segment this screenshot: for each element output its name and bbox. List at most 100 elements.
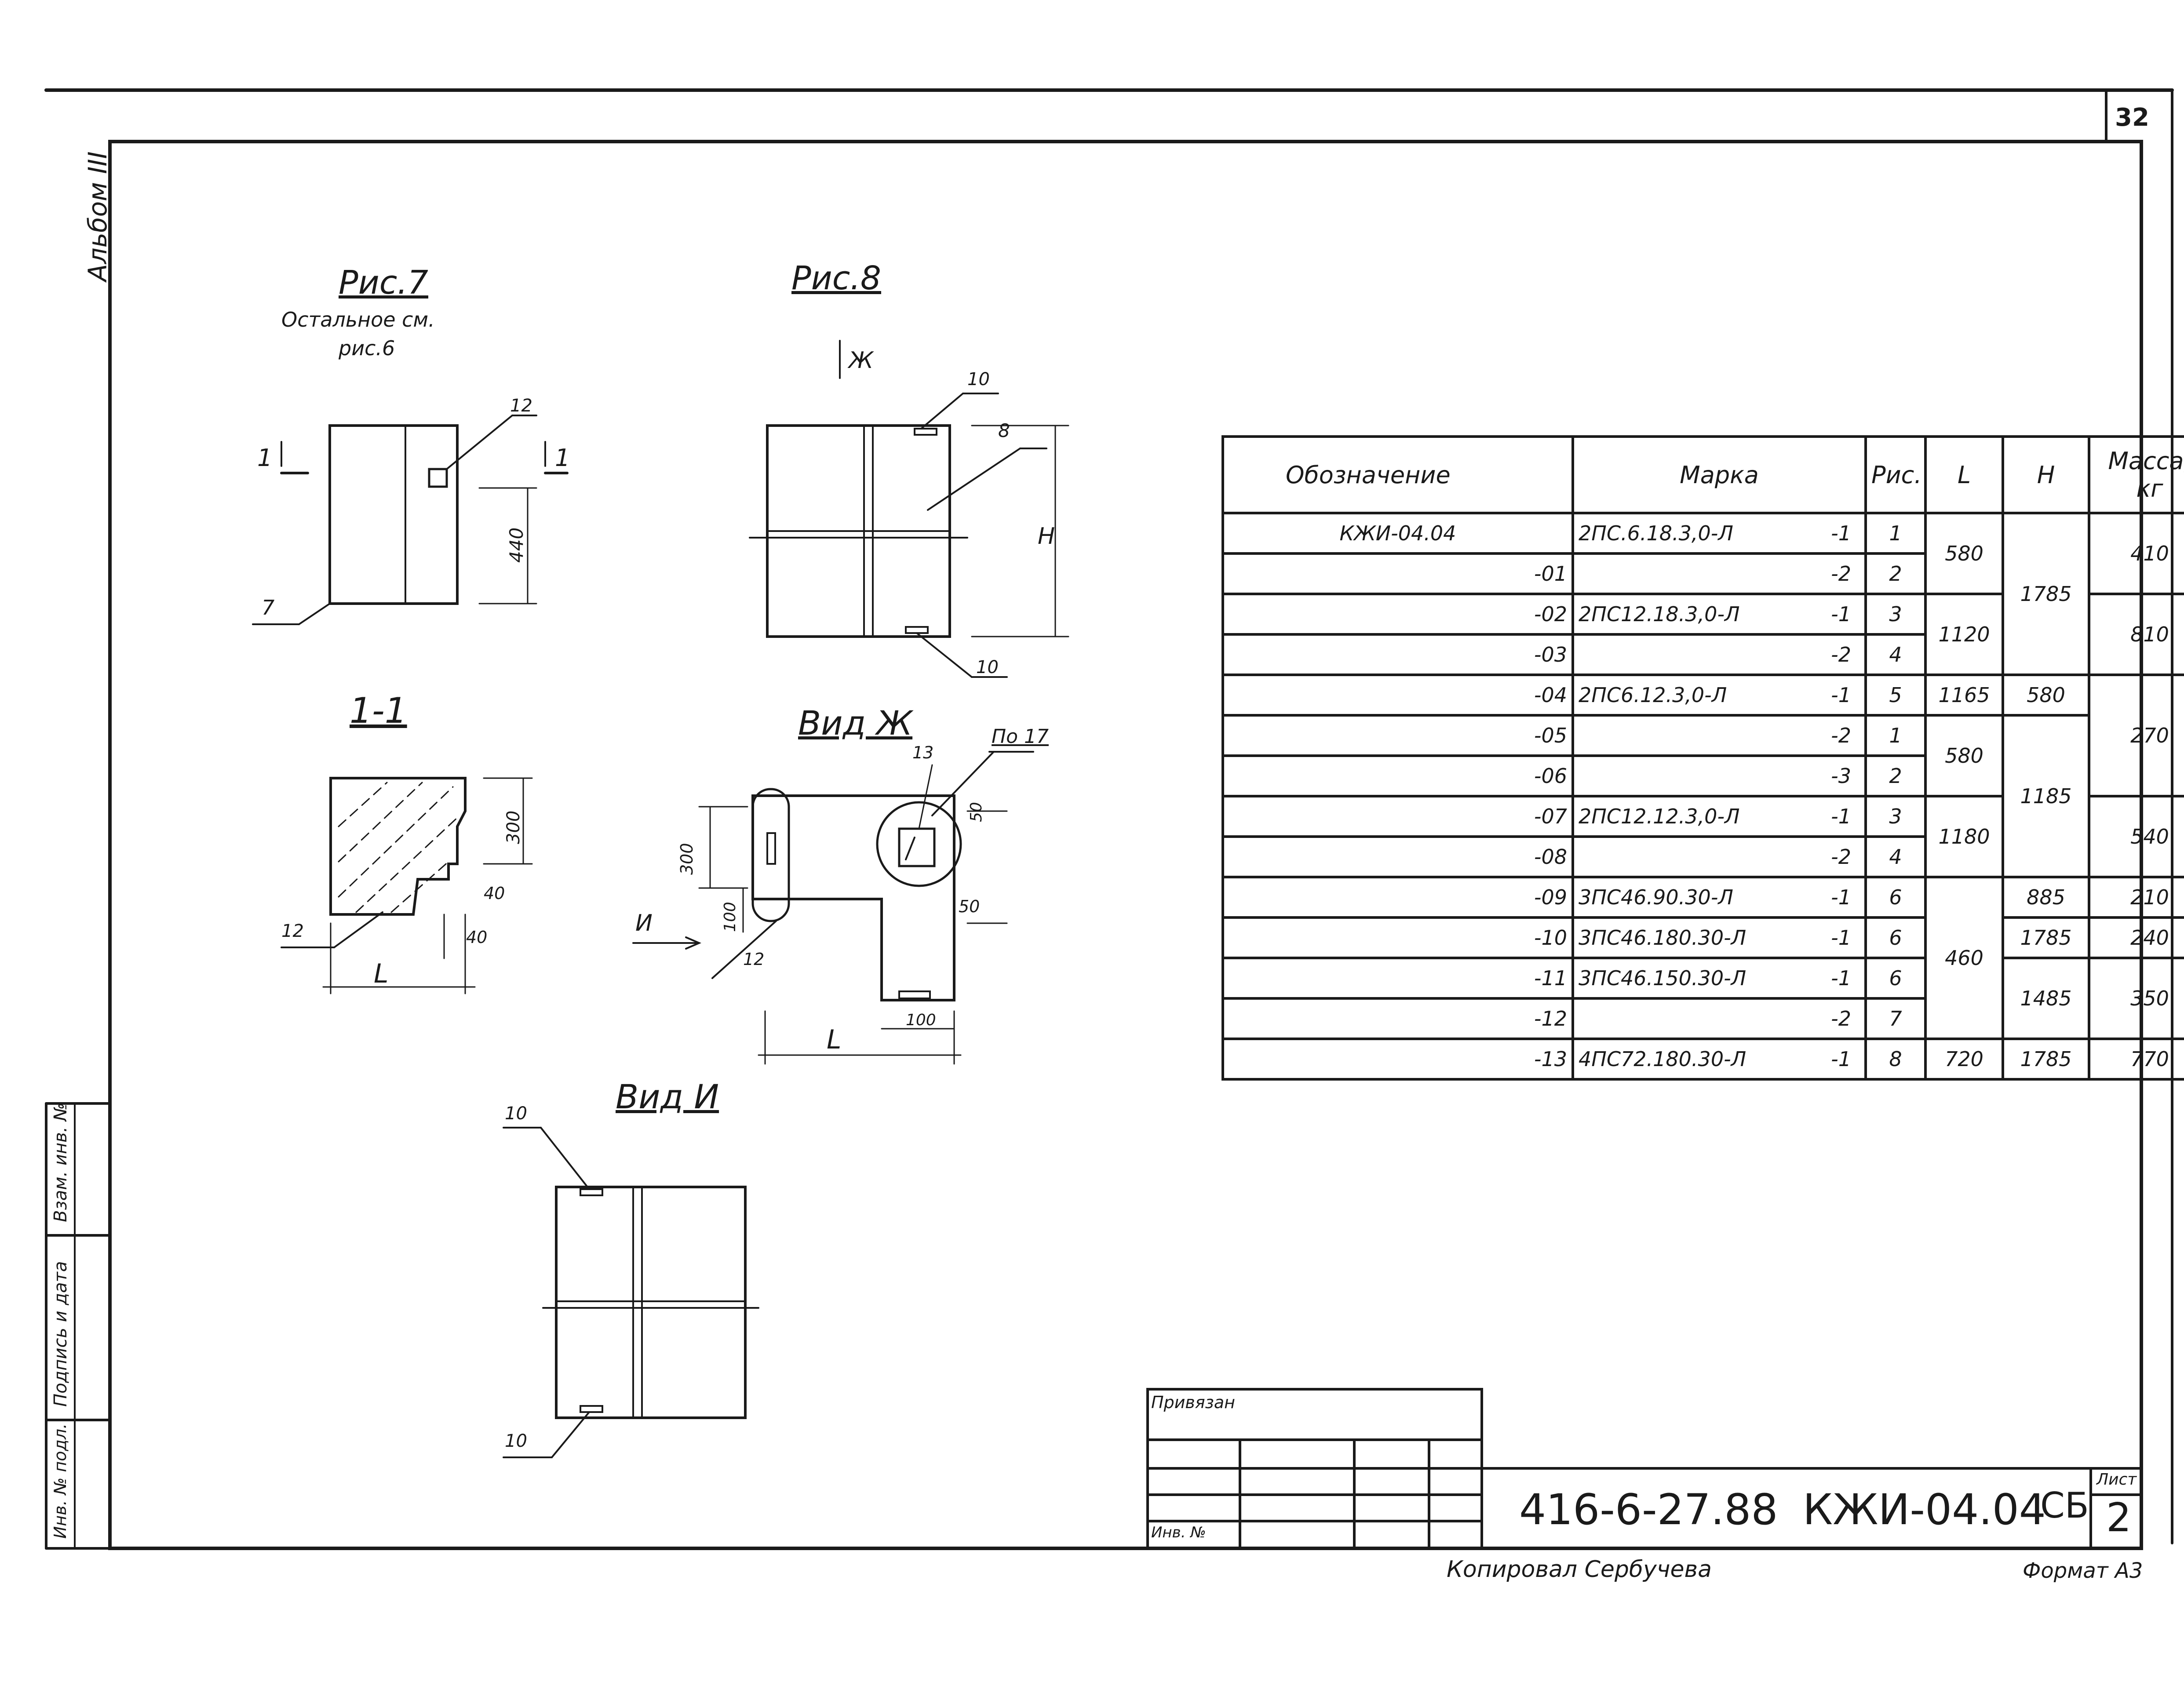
title-block [1146,1388,2143,1550]
table-row: -10 3ПС46.180.30-Л-1 6 1785 240 [1221,916,2184,959]
cell-fig: 2 [1864,754,1927,797]
header-L: L [1924,435,2004,514]
cell-fig: 7 [1864,997,1927,1040]
mark-suffix: -1 [1831,1047,1851,1071]
cell-designation: -10 [1221,916,1574,959]
cell-mark: 2ПС12.12.3,0-Л-1 [1571,795,1867,838]
cell-mark: 3ПС46.150.30-Л-1 [1571,957,1867,1000]
cell-fig: 6 [1864,876,1927,919]
fig7-drawing [252,415,569,625]
cell-fig: 6 [1864,957,1927,1000]
mark-base [1579,764,1803,788]
fig8-callout-10-bottom: 10 [976,657,999,677]
mark-base [1579,1007,1803,1030]
cell-designation: -04 [1221,674,1574,717]
section-1-1-drawing [281,777,533,994]
title-block-privyazan: Привязан [1151,1393,1235,1412]
cell-designation: -06 [1221,754,1574,797]
cell-H: 1785 [2002,1038,2090,1081]
cell-designation: -07 [1221,795,1574,838]
view-zh-dim-300: 300 [677,843,696,875]
mark-base [1579,562,1803,586]
mark-suffix: -1 [1831,926,1851,950]
cell-mass: 540 [2088,795,2184,878]
cell-mark: -2 [1571,552,1867,595]
view-zh-dim-50a: 50 [967,802,985,822]
section-1-1-dim-40b: 40 [466,928,488,947]
sheet-label: Лист [2096,1471,2137,1489]
fig7-dim-440: 440 [506,527,527,563]
cell-mark: -2 [1571,997,1867,1040]
mark-suffix: -1 [1831,683,1851,707]
table-row: -11 3ПС46.150.30-Л-1 6 1485 350 [1221,957,2184,1040]
mark-suffix: -2 [1831,643,1851,666]
cell-mark: -2 [1571,633,1867,676]
cell-H: 885 [2002,876,2090,919]
fig8-callout-8: 8 [998,420,1010,441]
cell-designation: -12 [1221,997,1574,1040]
mark-base: 2ПС12.18.3,0-Л [1579,602,1740,626]
section-1-1-title: 1-1 [350,690,407,731]
table-row: -03 -2 4 [1221,633,2184,676]
fig7-note-line1: Остальное см. [281,308,435,331]
cell-designation: -13 [1221,1038,1574,1081]
cell-L: 580 [1924,512,2004,595]
mark-base [1579,724,1803,747]
copied-by: Копировал Сербучева [1447,1556,1712,1583]
table-row: -12 -2 7 [1221,997,2184,1040]
cell-L: 720 [1924,1038,2004,1081]
cell-designation: -01 [1221,552,1574,595]
cell-mass: 810 [2088,593,2184,676]
fig7-section-mark-left: 1 [257,444,273,472]
fig7-title: Рис.7 [339,264,429,302]
cell-designation: -02 [1221,593,1574,636]
mark-base: 3ПС46.90.30-Л [1579,885,1734,909]
view-zh-dim-50b: 50 [959,897,980,916]
cell-mark: 3ПС46.90.30-Л-1 [1571,876,1867,919]
sheet-number: 2 [2106,1495,2132,1541]
view-i-callout-10-bottom: 10 [505,1431,527,1451]
mark-suffix: -2 [1831,562,1851,586]
cell-L: 460 [1924,876,2004,1040]
fig7-callout-7: 7 [262,596,275,619]
table-row: -05 -2 1 580 1185 [1221,714,2184,878]
cell-fig: 4 [1864,633,1927,676]
title-block-inv-no: Инв. № [1151,1524,1206,1541]
mark-suffix: -1 [1831,521,1851,545]
mark-base: 3ПС46.150.30-Л [1579,966,1746,990]
mark-base: 4ПС72.180.30-Л [1579,1047,1746,1071]
cell-L: 1180 [1924,795,2004,878]
view-zh-drawing [632,751,1034,1065]
cell-fig: 3 [1864,795,1927,838]
cell-H: 1785 [2002,916,2090,959]
table-row: -06 -3 2 [1221,754,2184,797]
cell-mass: 210 [2088,876,2184,919]
side-stamp-vzam: Взам. инв. № [51,1103,71,1222]
specification-table: Обозначение Марка Рис. L Н Масса, кг КЖИ… [1221,435,2184,1081]
cell-fig: 8 [1864,1038,1927,1081]
mark-base [1579,643,1803,666]
cell-designation: -08 [1221,835,1574,878]
cell-mark: 3ПС46.180.30-Л-1 [1571,916,1867,959]
cell-designation: КЖИ-04.04 [1221,512,1574,555]
table-row: -01 -2 2 [1221,552,2184,595]
table-row: КЖИ-04.04 2ПС.6.18.3,0-Л-1 1 580 1785 41… [1221,512,2184,676]
fig7-callout-12: 12 [510,396,532,416]
cell-fig: 5 [1864,674,1927,717]
mark-suffix: -1 [1831,805,1851,828]
cell-fig: 6 [1864,916,1927,959]
fig8-drawing [749,340,1069,678]
fig8-title: Рис.8 [791,259,882,297]
album-label: Альбом III [83,151,113,281]
view-zh-dim-100: 100 [721,902,739,932]
fig8-callout-10-top: 10 [967,369,990,390]
cell-mark: -2 [1571,835,1867,878]
view-zh-dim-100b: 100 [906,1011,936,1029]
cell-fig: 3 [1864,593,1927,636]
side-stamp-inv-podl: Инв. № подл. [51,1423,70,1539]
table-row: -02 2ПС12.18.3,0-Л-1 3 1120 810 [1221,593,2184,676]
table-row: -08 -2 4 [1221,835,2184,878]
section-1-1-dim-L: L [374,958,389,989]
document-code: 416-6-27.88 [1519,1485,1778,1534]
